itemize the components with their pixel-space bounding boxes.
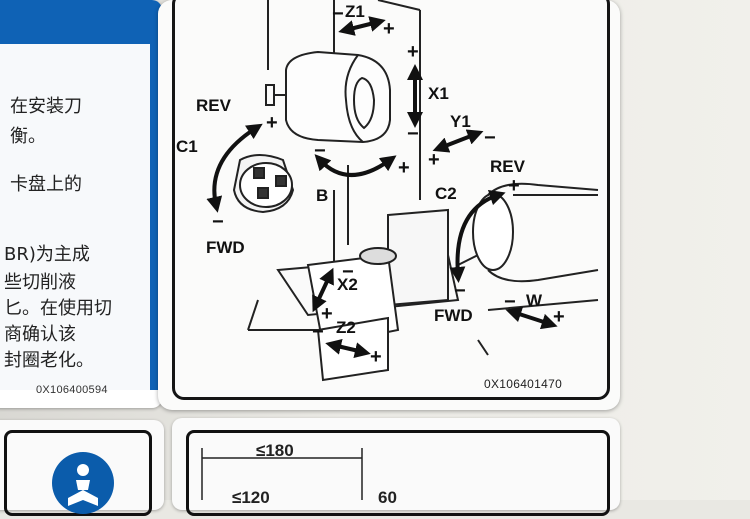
- left-label-line: 封圈老化。: [4, 350, 94, 371]
- dimension-lines: [201, 448, 363, 500]
- sign-plus: +: [398, 157, 410, 179]
- axis-label-c1: C1: [176, 137, 198, 156]
- sign-plus: +: [508, 175, 520, 197]
- axis-label-c2: C2: [435, 184, 457, 203]
- left-label-line: 衡。: [10, 126, 46, 147]
- left-label-line: 卡盘上的: [10, 174, 82, 195]
- main-label-code: 0X106401470: [484, 377, 563, 391]
- axis-label-fwd-right: FWD: [434, 306, 473, 325]
- label-blue-border: [0, 44, 158, 390]
- left-label-line: 匕。在使用切: [4, 298, 112, 319]
- sign-minus: −: [212, 211, 224, 233]
- left-label-line: BR)为主成: [4, 244, 90, 265]
- machine-axes-drawing: [206, 0, 599, 382]
- sign-minus: −: [407, 123, 419, 145]
- label-blue-stripe: [0, 0, 162, 44]
- axis-label-x1: X1: [428, 84, 449, 103]
- dimension-left: ≤120: [232, 488, 270, 507]
- dimension-right: 60: [378, 488, 397, 507]
- axis-label-y1: Y1: [450, 112, 471, 131]
- sign-plus: +: [407, 41, 419, 63]
- axis-label-rev-left: REV: [196, 96, 231, 115]
- sign-minus: −: [332, 3, 344, 25]
- left-warning-label: [0, 0, 162, 408]
- sign-minus: −: [342, 261, 354, 283]
- read-manual-icon: [52, 452, 114, 514]
- sign-minus: −: [314, 140, 326, 162]
- label-black-frame: [172, 0, 610, 400]
- sign-minus: −: [484, 127, 496, 149]
- sign-plus: +: [321, 303, 333, 325]
- left-label-line: 些切削液: [4, 272, 76, 293]
- axis-label-fwd-left: FWD: [206, 238, 245, 257]
- left-label-line: 商确认该: [4, 324, 76, 345]
- sign-minus: −: [312, 321, 324, 343]
- sign-plus: +: [553, 306, 565, 328]
- axis-label-z1: Z1: [345, 2, 365, 21]
- left-label-code: 0X106400594: [36, 384, 108, 396]
- sign-minus: −: [454, 280, 466, 302]
- axis-label-w: W: [526, 291, 543, 310]
- sign-minus: −: [504, 291, 516, 313]
- sign-plus: +: [428, 149, 440, 171]
- dimension-top: ≤180: [256, 441, 294, 460]
- axis-label-x2: X2: [337, 275, 358, 294]
- sign-plus: +: [383, 18, 395, 40]
- axis-label-z2: Z2: [336, 318, 356, 337]
- axis-label-rev-right: REV: [490, 157, 525, 176]
- axis-label-b: B: [316, 186, 329, 205]
- sign-plus: +: [266, 112, 278, 134]
- left-label-line: 在安装刀: [10, 96, 82, 117]
- sign-plus: +: [370, 346, 382, 368]
